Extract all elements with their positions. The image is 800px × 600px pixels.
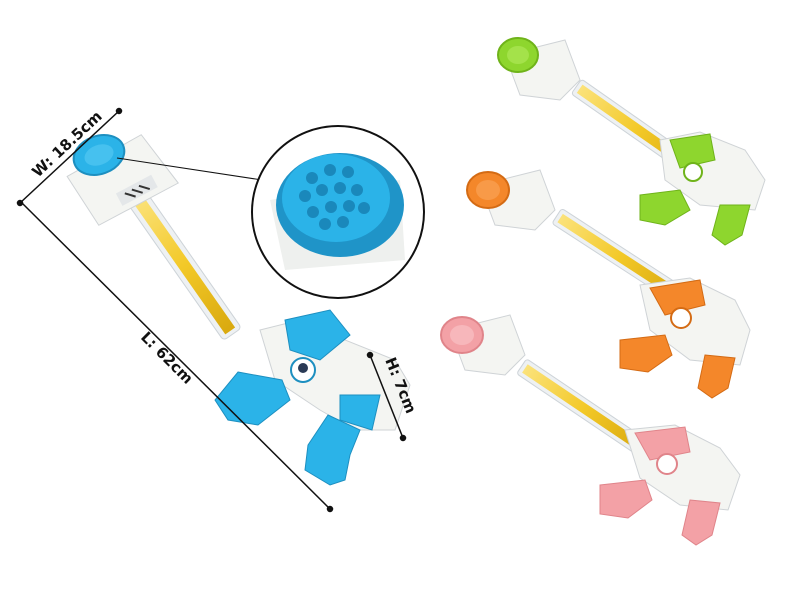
main-water-gun <box>66 134 411 486</box>
dimension-lines <box>16 107 407 513</box>
nozzle-callout <box>116 125 425 299</box>
water-gun-orange <box>466 169 751 399</box>
water-gun-green <box>497 37 766 246</box>
length-label: L: 62cm <box>137 328 197 388</box>
water-gun-pink <box>440 314 741 546</box>
